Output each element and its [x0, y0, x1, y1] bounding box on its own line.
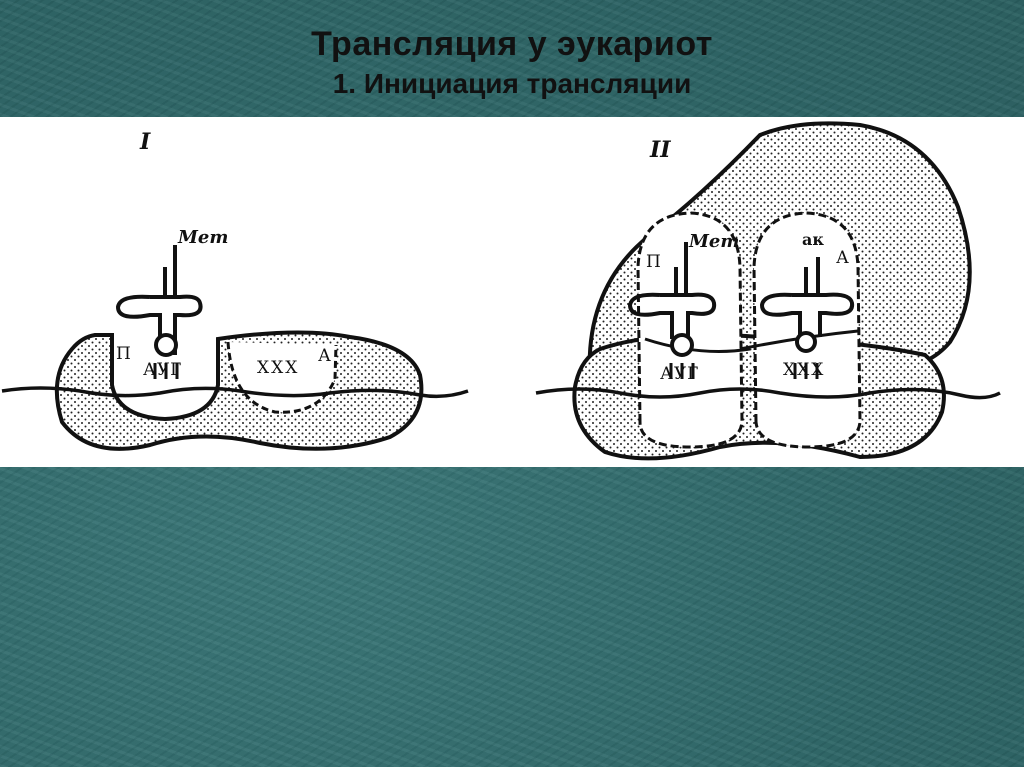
mrna-strand-2	[535, 387, 1001, 400]
aminoacyl-trna-2	[759, 257, 855, 353]
slide-title: Трансляция у эукариот	[311, 25, 713, 63]
stage-1-initiation-complex: I Мет П А АУГ ХХХ	[1, 129, 469, 451]
a-site-label-1: А	[318, 346, 331, 366]
a-site-label-2: А	[836, 248, 849, 268]
start-codon-label-2: АУГ	[660, 364, 699, 384]
next-codon-label-2: ХХХ	[783, 360, 825, 380]
stage-2-assembled-ribosome: II	[535, 121, 1001, 461]
start-codon-label-1: АУГ	[143, 360, 182, 380]
a-site-2	[752, 211, 862, 449]
translation-initiation-diagram: I Мет П А АУГ ХХХ	[1, 121, 1001, 461]
methionine-label-1: Мет	[177, 227, 228, 248]
slide-subtitle: 1. Инициация трансляции	[332, 68, 692, 99]
stage-1-numeral: I	[139, 129, 151, 155]
next-codon-label-1: ХХХ	[257, 358, 299, 378]
p-site-label-2: П	[646, 252, 661, 272]
p-site-label-1: П	[116, 344, 131, 364]
stage-2-numeral: II	[649, 137, 671, 163]
methionine-label-2: Мет	[688, 231, 739, 252]
initiator-trna-1	[115, 245, 203, 357]
mrna-strand-1	[1, 386, 469, 399]
amino-acid-label-2: ак	[802, 230, 824, 249]
slide-title-block: Трансляция у эукариот 1. Инициация транс…	[0, 22, 1024, 102]
initiator-trna-2	[627, 242, 717, 357]
diagram-panel: I Мет П А АУГ ХХХ	[0, 117, 1024, 467]
